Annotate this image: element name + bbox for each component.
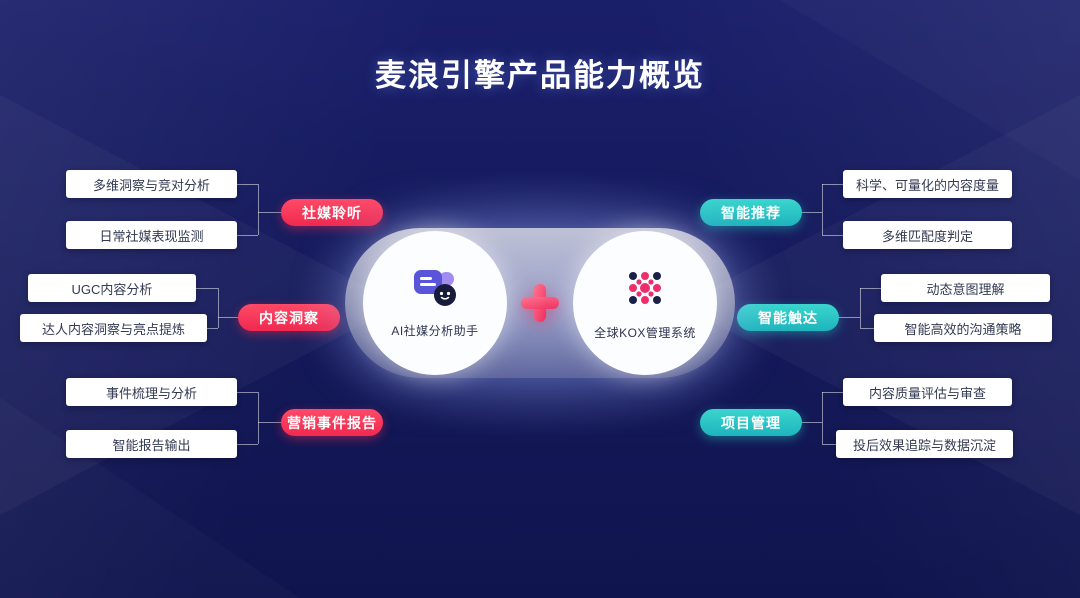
node-label: AI社媒分析助手 [391,323,479,338]
pill-content-insight: 内容洞察 [238,304,340,331]
pill-smart-recommendation: 智能推荐 [700,199,802,226]
capability-box: UGC内容分析 [28,274,196,302]
capability-box: 多维匹配度判定 [843,221,1012,249]
connector-line [258,212,281,213]
connector-line [801,422,822,423]
connector-line [237,235,258,236]
plus-icon [518,281,562,325]
capability-box: 投后效果追踪与数据沉淀 [836,430,1013,458]
capability-box: 事件梳理与分析 [66,378,237,406]
connector-line [860,328,874,329]
connector-line [801,212,822,213]
background-triangle [0,398,300,598]
connector-line [822,444,836,445]
connector-line [258,392,259,444]
capability-box: 多维洞察与竞对分析 [66,170,237,198]
capability-box: 内容质量评估与审查 [843,378,1012,406]
pill-social-listening: 社媒聆听 [281,199,383,226]
connector-line [822,392,843,393]
page-title: 麦浪引擎产品能力概览 [375,58,705,93]
connector-line [822,184,843,185]
connector-line [196,288,218,289]
connector-line [822,392,823,444]
connector-line [860,288,881,289]
capability-box: 智能高效的沟通策略 [874,314,1052,342]
connector-line [218,288,219,328]
capability-box: 科学、可量化的内容度量 [843,170,1012,198]
pill-project-management: 项目管理 [700,409,802,436]
capability-box: 动态意图理解 [881,274,1050,302]
connector-line [822,235,843,236]
connector-line [237,444,258,445]
capability-box: 达人内容洞察与亮点提炼 [20,314,207,342]
connector-line [860,288,861,328]
node-label: 全球KOX管理系统 [594,325,696,340]
connector-line [258,422,281,423]
node-kox-system: 全球KOX管理系统 [573,231,717,375]
connector-line [218,317,238,318]
node-ai-social-assistant: AI社媒分析助手 [363,231,507,375]
connector-line [207,328,218,329]
pill-smart-outreach: 智能触达 [737,304,839,331]
capability-box: 日常社媒表现监测 [66,221,237,249]
capability-box: 智能报告输出 [66,430,237,458]
connector-line [258,184,259,235]
connector-line [822,184,823,235]
connector-line [839,317,860,318]
chat-bubbles-icon [412,268,458,313]
connector-line [237,392,258,393]
pill-marketing-event-report: 营销事件报告 [281,409,383,436]
dot-matrix-icon [623,266,667,315]
connector-line [237,184,258,185]
